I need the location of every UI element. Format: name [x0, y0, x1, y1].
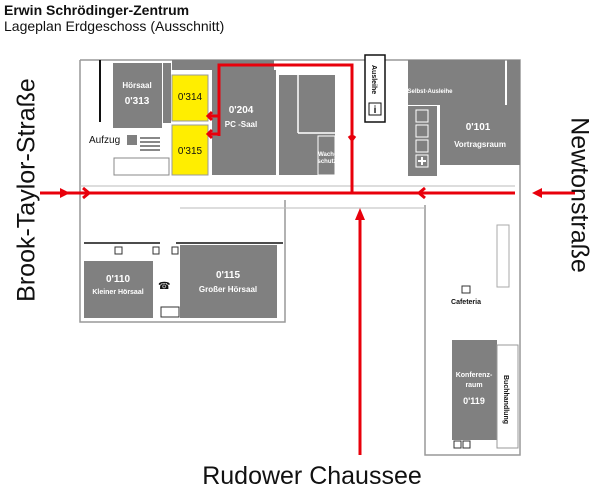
buchhandlung[interactable]: Buchhandlung	[496, 344, 519, 449]
toilet-women-icon	[152, 246, 160, 255]
info-icon	[368, 102, 382, 116]
toilet-men-icon	[171, 246, 179, 255]
room-number: 0'315	[178, 146, 203, 157]
room-number: 0'119	[463, 396, 485, 406]
selbst-ausleihe-label: Selbst-Ausleihe	[407, 89, 453, 95]
aufzug-label: Aufzug	[89, 135, 120, 146]
room-label: PC -Saal	[225, 120, 257, 129]
wheelchair-icon	[114, 246, 123, 255]
toilet-women-icon	[415, 109, 429, 123]
room-0204[interactable]: 0'204 PC -Saal	[212, 70, 276, 175]
street-west: Brook-Taylor-Straße	[13, 78, 41, 302]
toilet-men-icon	[415, 124, 429, 138]
room-0110[interactable]: 0'110 Kleiner Hörsaal	[84, 261, 153, 318]
wheelchair-icon	[415, 139, 429, 153]
room-label: Buchhandlung	[502, 375, 509, 424]
room-0101[interactable]: 0'101 Vortragsraum	[440, 105, 520, 165]
room-number: 0'115	[216, 270, 241, 281]
page-title: Erwin Schrödinger-Zentrum	[4, 2, 190, 18]
route-arrows	[40, 63, 575, 455]
phone-icon: ☎	[158, 281, 170, 292]
room-number: 0'204	[229, 105, 254, 116]
room-number: 0'101	[466, 122, 491, 133]
cafe-icon	[160, 306, 180, 318]
room-0115[interactable]: 0'115 Großer Hörsaal	[180, 245, 277, 318]
page-subtitle: Lageplan Erdgeschoss (Ausschnitt)	[4, 18, 225, 34]
room-label: Kleiner Hörsaal	[92, 289, 143, 296]
room-label: Konferenz-	[456, 372, 493, 379]
coffee-icon	[461, 285, 471, 294]
room-label: raum	[465, 382, 482, 389]
ausleihe-desk[interactable]: Ausleihe i	[364, 54, 386, 123]
room-0119[interactable]: Konferenz- raum 0'119	[452, 340, 497, 440]
room-label: schutz	[317, 159, 336, 165]
toilet-men-icon	[462, 440, 471, 449]
room-0313[interactable]: Hörsaal 0'313	[113, 63, 162, 128]
toilet-women-icon	[453, 440, 462, 449]
room-label: Großer Hörsaal	[199, 285, 257, 294]
room-label: Ausleihe	[370, 65, 377, 94]
svg-text:i: i	[374, 105, 377, 116]
first-aid-icon	[415, 154, 429, 168]
room-wachschutz[interactable]: Wach- schutz	[317, 135, 337, 176]
cafeteria-label: Cafeteria	[451, 299, 481, 306]
room-number: 0'314	[178, 92, 203, 103]
street-south: Rudower Chaussee	[202, 462, 422, 490]
room-number: 0'110	[106, 274, 131, 285]
room-label: Hörsaal	[122, 81, 151, 90]
elevator-icon	[127, 135, 137, 145]
room-0314[interactable]: 0'314	[171, 74, 209, 122]
stairs-icon	[140, 137, 160, 151]
street-east: Newtonstraße	[565, 117, 593, 273]
room-0315[interactable]: 0'315	[171, 124, 209, 176]
room-label: Vortragsraum	[454, 140, 506, 149]
room-label: Wach-	[318, 152, 336, 158]
room-number: 0'313	[125, 96, 150, 107]
